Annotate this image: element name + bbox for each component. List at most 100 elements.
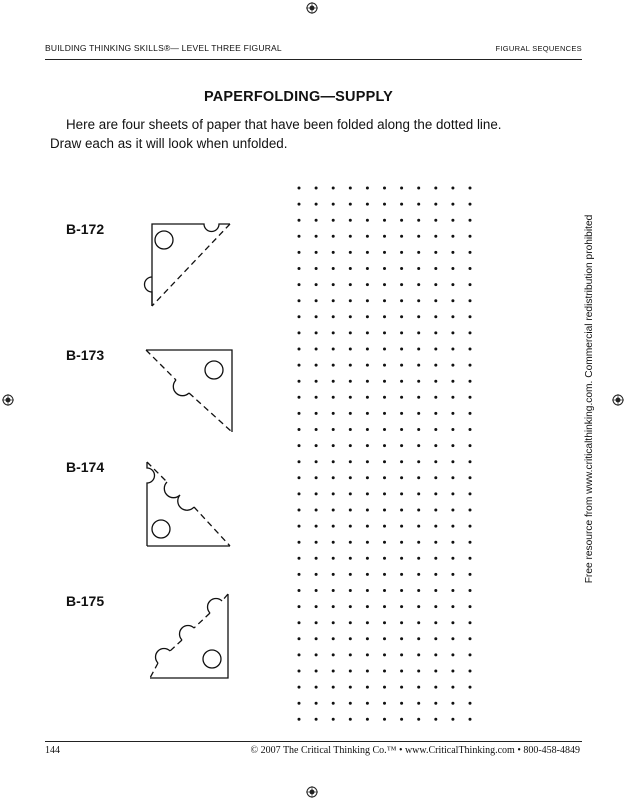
grid-dot bbox=[365, 701, 369, 705]
grid-dot bbox=[331, 379, 335, 383]
grid-dot bbox=[468, 637, 472, 641]
grid-dot bbox=[314, 315, 318, 319]
grid-dot bbox=[417, 589, 421, 592]
grid-dot bbox=[348, 379, 352, 383]
grid-dot bbox=[365, 315, 369, 319]
grid-dot bbox=[331, 621, 335, 625]
grid-dot bbox=[297, 315, 301, 319]
answer-dot-grid[interactable] bbox=[293, 183, 483, 728]
grid-dot bbox=[451, 395, 455, 399]
grid-dot bbox=[417, 363, 421, 367]
folded-sheet-b172 bbox=[143, 220, 236, 312]
grid-dot bbox=[331, 556, 335, 560]
grid-dot bbox=[434, 653, 438, 657]
grid-dot bbox=[365, 637, 369, 641]
grid-dot bbox=[417, 621, 421, 625]
grid-dot bbox=[468, 299, 472, 303]
grid-dot bbox=[434, 395, 438, 399]
grid-dot bbox=[348, 395, 352, 399]
grid-dot bbox=[468, 556, 472, 560]
grid-dot bbox=[451, 379, 455, 383]
folded-sheet-b173 bbox=[144, 346, 236, 438]
grid-dot bbox=[365, 363, 369, 367]
folded-sheet-b174 bbox=[144, 460, 236, 552]
grid-dot bbox=[365, 428, 369, 431]
grid-dot bbox=[417, 653, 421, 657]
grid-dot bbox=[314, 234, 318, 238]
grid-dot bbox=[417, 572, 421, 576]
grid-dot bbox=[417, 685, 421, 689]
grid-dot bbox=[331, 508, 335, 512]
grid-dot bbox=[314, 701, 318, 705]
registration-mark-left bbox=[2, 394, 14, 406]
grid-dot bbox=[417, 283, 421, 287]
grid-dot bbox=[348, 589, 352, 592]
grid-dot bbox=[400, 234, 404, 238]
grid-dot bbox=[314, 218, 318, 222]
grid-dot bbox=[383, 492, 386, 496]
problem-label-b175: B-175 bbox=[66, 593, 105, 609]
grid-dot bbox=[383, 556, 386, 560]
grid-dot bbox=[383, 395, 386, 399]
grid-dot bbox=[400, 250, 404, 254]
grid-dot bbox=[434, 331, 438, 335]
grid-dot bbox=[434, 250, 438, 254]
registration-mark-top bbox=[306, 2, 318, 14]
grid-dot bbox=[434, 556, 438, 560]
grid-dot bbox=[400, 508, 404, 512]
grid-dot bbox=[468, 315, 472, 319]
grid-dot bbox=[348, 476, 352, 480]
copyright-line: © 2007 The Critical Thinking Co.™ • www.… bbox=[250, 745, 580, 756]
grid-dot bbox=[400, 717, 404, 721]
grid-dot bbox=[348, 347, 352, 351]
grid-dot bbox=[468, 363, 472, 367]
grid-dot bbox=[383, 347, 386, 351]
grid-dot bbox=[400, 218, 404, 222]
grid-dot bbox=[451, 460, 455, 464]
grid-dot bbox=[383, 476, 386, 480]
grid-dot bbox=[400, 379, 404, 383]
grid-dot bbox=[365, 379, 369, 383]
grid-dot bbox=[314, 508, 318, 512]
grid-dot bbox=[383, 283, 386, 287]
grid-dot bbox=[434, 717, 438, 721]
grid-dot bbox=[417, 444, 421, 448]
grid-dot bbox=[297, 234, 301, 238]
grid-dot bbox=[331, 186, 335, 190]
grid-dot bbox=[348, 637, 352, 641]
grid-dot bbox=[383, 701, 386, 705]
grid-dot bbox=[434, 347, 438, 351]
grid-dot bbox=[451, 621, 455, 625]
grid-dot bbox=[434, 508, 438, 512]
grid-dot bbox=[314, 267, 318, 270]
grid-dot bbox=[331, 540, 335, 544]
footer-rule bbox=[45, 741, 582, 742]
grid-dot bbox=[400, 331, 404, 335]
grid-dot bbox=[400, 395, 404, 399]
grid-dot bbox=[314, 589, 318, 592]
grid-dot bbox=[468, 476, 472, 480]
grid-dot bbox=[331, 701, 335, 705]
grid-dot bbox=[297, 492, 301, 496]
grid-dot bbox=[365, 460, 369, 464]
grid-dot bbox=[400, 283, 404, 287]
grid-dot bbox=[451, 250, 455, 254]
grid-dot bbox=[348, 267, 352, 270]
grid-dot bbox=[314, 347, 318, 351]
grid-dot bbox=[383, 331, 386, 335]
grid-dot bbox=[383, 508, 386, 512]
grid-dot bbox=[417, 218, 421, 222]
grid-dot bbox=[348, 186, 352, 190]
grid-dot bbox=[331, 283, 335, 287]
grid-dot bbox=[383, 444, 386, 448]
grid-dot bbox=[383, 379, 386, 383]
grid-dot bbox=[297, 411, 301, 415]
grid-dot bbox=[434, 283, 438, 287]
grid-dot bbox=[383, 267, 386, 270]
grid-dot bbox=[434, 267, 438, 270]
grid-dot bbox=[348, 524, 352, 528]
grid-dot bbox=[297, 508, 301, 512]
grid-dot bbox=[331, 267, 335, 270]
grid-dot bbox=[314, 492, 318, 496]
grid-dot bbox=[331, 299, 335, 303]
